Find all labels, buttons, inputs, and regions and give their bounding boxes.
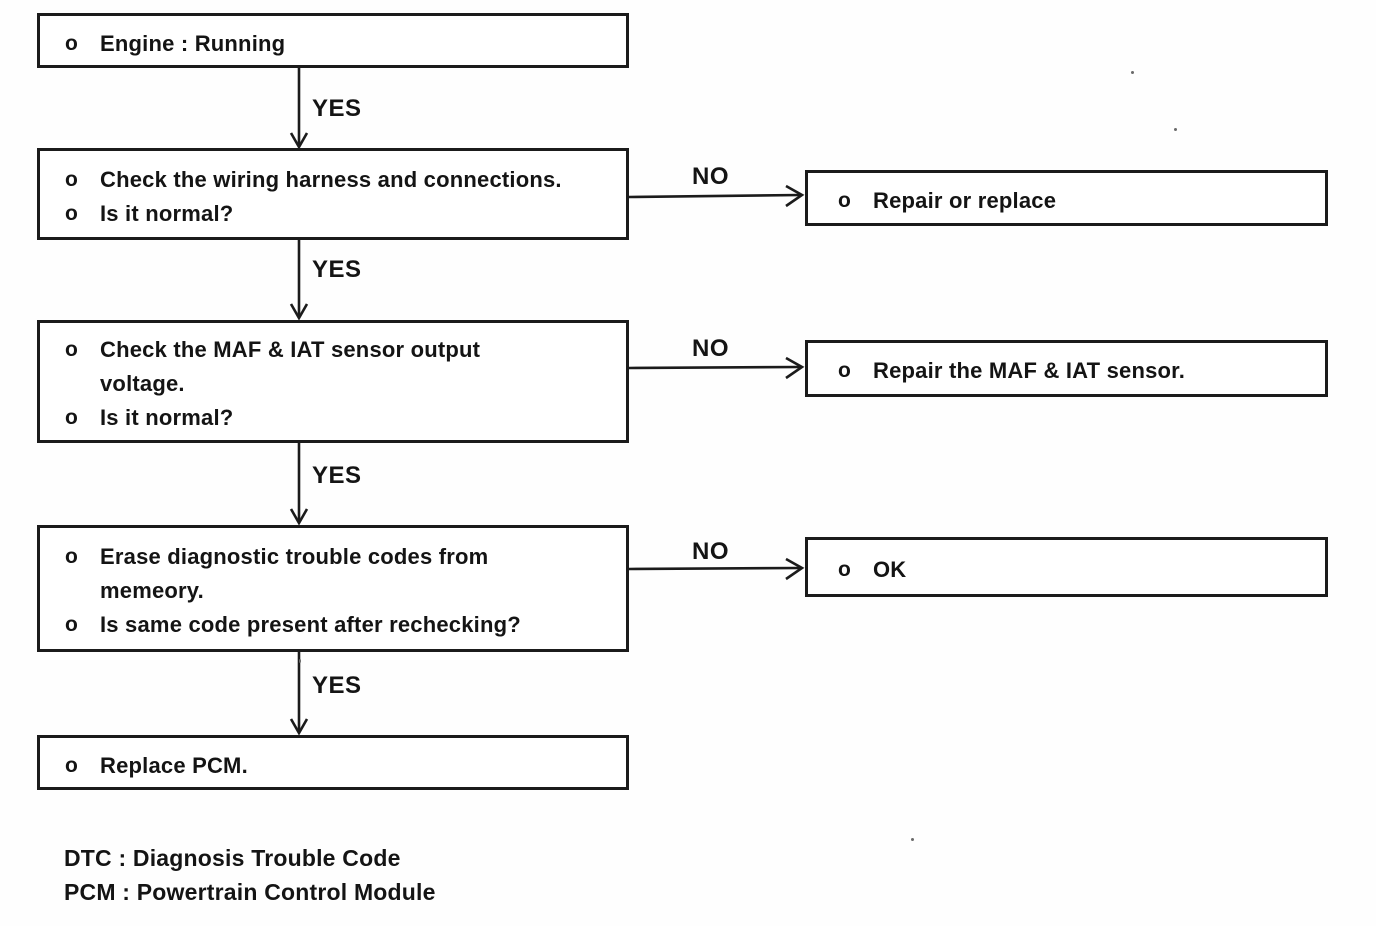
step-text: Erase diagnostic trouble codes from bbox=[100, 544, 489, 569]
flow-result-repair-or-replace: o Repair or replace bbox=[805, 170, 1328, 226]
step-text: Replace PCM. bbox=[100, 753, 248, 778]
arrow-no-2 bbox=[628, 356, 805, 380]
bullet-marker: o bbox=[838, 359, 852, 382]
no-label-3: NO bbox=[692, 538, 729, 565]
step-text: Is it normal? bbox=[100, 405, 234, 430]
bullet-marker: o bbox=[65, 202, 79, 225]
flow-step-replace-pcm: o Replace PCM. bbox=[37, 735, 629, 790]
result-text: Repair the MAF & IAT sensor. bbox=[873, 358, 1186, 383]
bullet-marker: o bbox=[65, 613, 79, 636]
step-line: o Replace PCM. bbox=[40, 749, 626, 783]
yes-label-1: YES bbox=[312, 95, 362, 122]
scan-speck bbox=[299, 659, 301, 663]
flow-step-check-wiring-harness: o Check the wiring harness and connectio… bbox=[37, 148, 629, 240]
step-text: Engine : Running bbox=[100, 31, 286, 56]
bullet-marker: o bbox=[65, 545, 79, 568]
arrow-yes-3 bbox=[289, 443, 309, 526]
step-line: o Engine : Running bbox=[40, 27, 626, 61]
arrow-yes-4 bbox=[289, 652, 309, 736]
scan-speck bbox=[1131, 71, 1134, 74]
arrow-no-1 bbox=[628, 184, 805, 208]
bullet-marker: o bbox=[65, 32, 79, 55]
arrow-yes-2 bbox=[289, 240, 309, 321]
footnotes: DTC : Diagnosis Trouble Code PCM : Power… bbox=[64, 841, 436, 909]
yes-label-3: YES bbox=[312, 462, 362, 489]
step-line: o Check the wiring harness and connectio… bbox=[40, 163, 626, 197]
bullet-marker: o bbox=[65, 406, 79, 429]
bullet-marker: o bbox=[65, 338, 79, 361]
bullet-marker: o bbox=[65, 754, 79, 777]
bullet-marker: o bbox=[65, 168, 79, 191]
step-text: memeory. bbox=[100, 578, 204, 603]
flow-step-erase-dtc: o Erase diagnostic trouble codes from me… bbox=[37, 525, 629, 652]
footnote-pcm: PCM : Powertrain Control Module bbox=[64, 879, 436, 905]
bullet-marker: o bbox=[838, 189, 852, 212]
step-line: o Is it normal? bbox=[40, 197, 626, 231]
step-text: Check the wiring harness and connections… bbox=[100, 167, 562, 192]
flow-step-engine-running: o Engine : Running bbox=[37, 13, 629, 68]
result-text: Repair or replace bbox=[873, 188, 1057, 213]
step-line: o Erase diagnostic trouble codes from bbox=[40, 540, 626, 574]
bullet-marker: o bbox=[838, 558, 852, 581]
arrow-no-3 bbox=[628, 557, 805, 581]
flow-step-check-maf-iat-voltage: o Check the MAF & IAT sensor output volt… bbox=[37, 320, 629, 443]
step-text: Is same code present after rechecking? bbox=[100, 612, 521, 637]
result-text: OK bbox=[873, 557, 907, 582]
step-text: voltage. bbox=[100, 371, 185, 396]
scan-speck bbox=[1174, 128, 1177, 131]
step-text: Is it normal? bbox=[100, 201, 234, 226]
scan-speck bbox=[911, 838, 914, 841]
step-line: o Check the MAF & IAT sensor output bbox=[40, 333, 626, 367]
step-text: Check the MAF & IAT sensor output bbox=[100, 337, 481, 362]
yes-label-4: YES bbox=[312, 672, 362, 699]
result-line: o OK bbox=[808, 553, 1325, 587]
step-line: o Is it normal? bbox=[40, 401, 626, 435]
flow-result-repair-maf-iat-sensor: o Repair the MAF & IAT sensor. bbox=[805, 340, 1328, 397]
flow-result-ok: o OK bbox=[805, 537, 1328, 597]
result-line: o Repair or replace bbox=[808, 184, 1325, 218]
step-line: memeory. bbox=[40, 574, 626, 608]
footnote-dtc: DTC : Diagnosis Trouble Code bbox=[64, 845, 401, 871]
step-line: voltage. bbox=[40, 367, 626, 401]
yes-label-2: YES bbox=[312, 256, 362, 283]
result-line: o Repair the MAF & IAT sensor. bbox=[808, 354, 1325, 388]
no-label-2: NO bbox=[692, 335, 729, 362]
step-line: o Is same code present after rechecking? bbox=[40, 608, 626, 642]
no-label-1: NO bbox=[692, 163, 729, 190]
arrow-yes-1 bbox=[289, 68, 309, 150]
